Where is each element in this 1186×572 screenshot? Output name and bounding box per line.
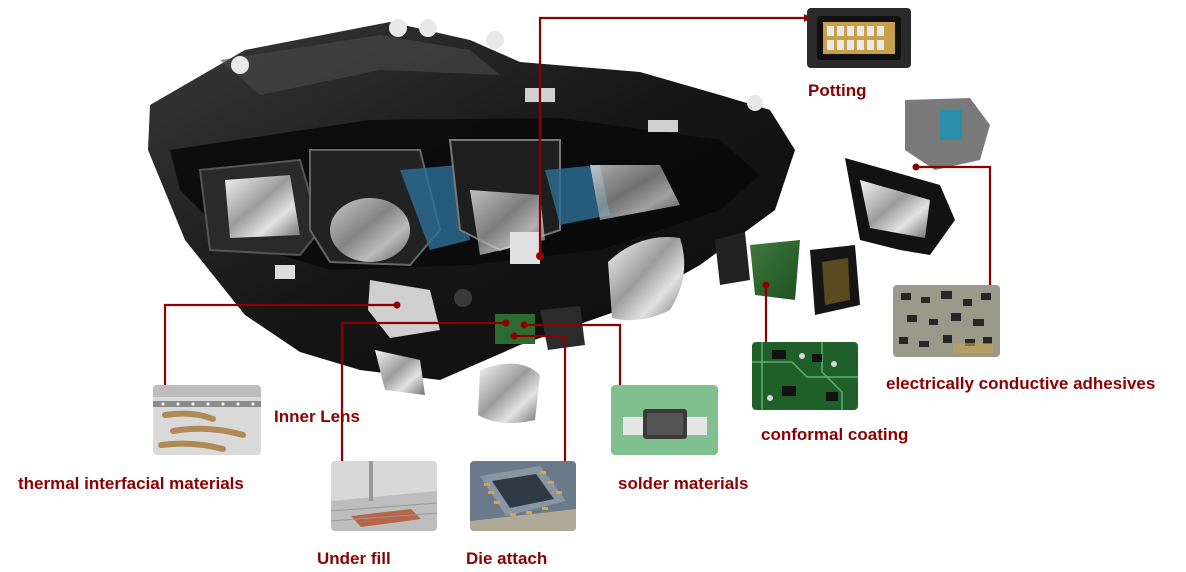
- leader-die-attach: [514, 334, 569, 479]
- under-fill-label: Under fill: [317, 549, 391, 568]
- potting-label: Potting: [808, 81, 867, 100]
- inner-lens-label: Inner Lens: [274, 407, 360, 426]
- die-attach-thumbnail: [470, 461, 576, 531]
- die-attach-label: Die attach: [466, 549, 548, 568]
- conformal-coating-label: conformal coating: [761, 425, 909, 444]
- solder-materials-label: solder materials: [618, 474, 749, 493]
- leader-potting: [538, 14, 812, 256]
- headlamp-housing: [148, 19, 795, 380]
- leader-lines: [161, 14, 994, 479]
- leader-eca: [916, 165, 994, 305]
- leader-underfill: [338, 321, 506, 479]
- eca-label: electrically conductive adhesives: [886, 374, 1156, 393]
- solder-materials-thumbnail: [611, 385, 718, 455]
- thermal-interfacial-thumbnail: [153, 385, 261, 455]
- leader-solder: [524, 323, 624, 409]
- potting-thumbnail: [807, 8, 911, 68]
- thermal-interfacial-label: thermal interfacial materials: [18, 474, 244, 493]
- under-fill-thumbnail: [331, 461, 437, 531]
- leader-thermal: [161, 303, 397, 396]
- eca-thumbnail: [893, 285, 1000, 357]
- leader-dots: [393, 163, 920, 340]
- conformal-coating-thumbnail: [752, 342, 858, 410]
